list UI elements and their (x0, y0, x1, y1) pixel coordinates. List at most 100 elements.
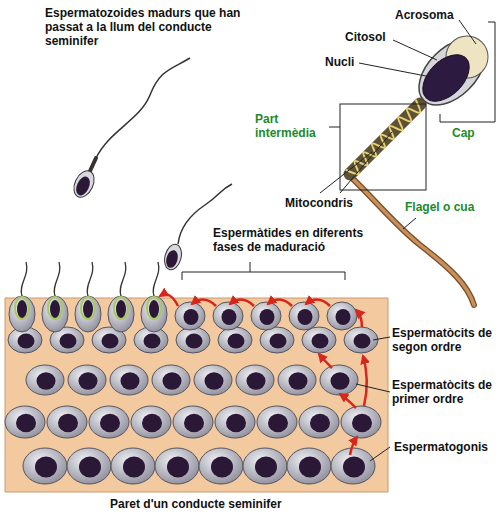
cell-body (344, 327, 378, 353)
part-label: Mitocondris (285, 196, 353, 210)
cell-nucleus (102, 333, 119, 348)
germ-cell (257, 406, 297, 438)
cell-body (176, 327, 210, 353)
large-sperm (346, 27, 497, 305)
cell-body (173, 406, 213, 438)
cell-stage-label: Espermatogonis (394, 440, 488, 454)
flagellum-outline (350, 176, 474, 305)
cell-body (299, 406, 339, 438)
cell-nucleus (123, 457, 145, 478)
cell-nucleus (58, 414, 78, 433)
cell-nucleus (260, 309, 275, 325)
cell-body (175, 302, 205, 330)
figure-caption: Paret d'un conducte seminifer (110, 497, 282, 511)
cell-body (257, 406, 297, 438)
leader-line (393, 40, 437, 60)
germ-cell (299, 406, 339, 438)
cell-nucleus (299, 457, 321, 478)
spermatid-tail (21, 262, 27, 296)
cell-nucleus (60, 333, 77, 348)
spermatid-bracket (182, 272, 345, 280)
sperm-tail (96, 58, 190, 158)
germ-cell (176, 327, 210, 353)
cell-body (215, 406, 255, 438)
cell-nucleus (255, 457, 277, 478)
cell-layer (5, 262, 381, 484)
part-label: Nucli (325, 55, 354, 69)
maturation-arrow (268, 299, 292, 306)
spermatid-tail (120, 262, 126, 296)
cell-body (287, 448, 331, 484)
cell-nucleus (16, 414, 36, 433)
cell-nucleus (354, 333, 371, 348)
spermatid-tail (87, 262, 93, 296)
germ-cell (243, 448, 287, 484)
cell-body (278, 365, 316, 395)
cell-nucleus (121, 372, 140, 389)
spermatid-nucleus (149, 300, 159, 318)
germ-cell (251, 302, 281, 330)
region-label: Part intermèdia (255, 112, 327, 140)
spermatid-body (9, 296, 35, 332)
cell-body (236, 365, 274, 395)
cell-nucleus (184, 309, 199, 325)
cell-nucleus (18, 333, 35, 348)
germ-cell (260, 327, 294, 353)
spermatid-acrosome (147, 297, 161, 319)
spermatid-tail (54, 262, 60, 296)
spermatid-nucleus (83, 300, 93, 318)
cell-nucleus (167, 457, 189, 478)
germ-cell (194, 365, 232, 395)
spermatid-acrosome (81, 297, 95, 319)
cell-nucleus (211, 457, 233, 478)
region-label: Cap (452, 126, 475, 140)
maturation-arrow (306, 299, 330, 306)
spermatid (9, 262, 35, 332)
sperm-nucleus (164, 249, 179, 269)
leader-line (329, 127, 340, 128)
cell-body (289, 302, 319, 330)
cell-body (68, 365, 106, 395)
cell-body (111, 448, 155, 484)
spermatid-acrosome (48, 297, 62, 319)
spermatid (141, 262, 167, 332)
germ-cell (23, 448, 67, 484)
germ-cell (26, 365, 64, 395)
cell-body (251, 302, 281, 330)
cell-body (218, 327, 252, 353)
sperm-label: Espermatozoides madurs que han passat a … (45, 6, 245, 48)
germ-cell (287, 448, 331, 484)
cell-body (23, 448, 67, 484)
sperm-head (162, 242, 184, 271)
head-nucleus (414, 46, 478, 110)
germ-cell (218, 327, 252, 353)
cell-body (67, 448, 111, 484)
leader-line (459, 20, 476, 44)
cell-nucleus (142, 414, 162, 433)
germ-cell (67, 448, 111, 484)
cell-body (260, 327, 294, 353)
maturation-arrow (230, 299, 254, 306)
mitochondria-spiral (346, 100, 420, 174)
cell-nucleus (228, 333, 245, 348)
germ-cell (5, 406, 45, 438)
germ-cell (175, 302, 205, 330)
mitochondria (346, 100, 420, 174)
maturation-arrow (340, 394, 356, 408)
germ-cell (331, 448, 375, 484)
germ-cell (320, 365, 358, 395)
cell-nucleus (336, 309, 351, 325)
germ-cell (327, 302, 357, 330)
spermatid-nucleus (17, 300, 27, 318)
maturation-arrow (192, 299, 216, 306)
cell-nucleus (270, 333, 287, 348)
germ-cell (89, 406, 129, 438)
cell-nucleus (312, 333, 329, 348)
cell-body (155, 448, 199, 484)
germ-cell (213, 302, 243, 330)
cell-nucleus (79, 457, 101, 478)
sperm-nucleus (73, 174, 92, 197)
germ-cell (152, 365, 190, 395)
cell-nucleus (226, 414, 246, 433)
germ-cell (173, 406, 213, 438)
